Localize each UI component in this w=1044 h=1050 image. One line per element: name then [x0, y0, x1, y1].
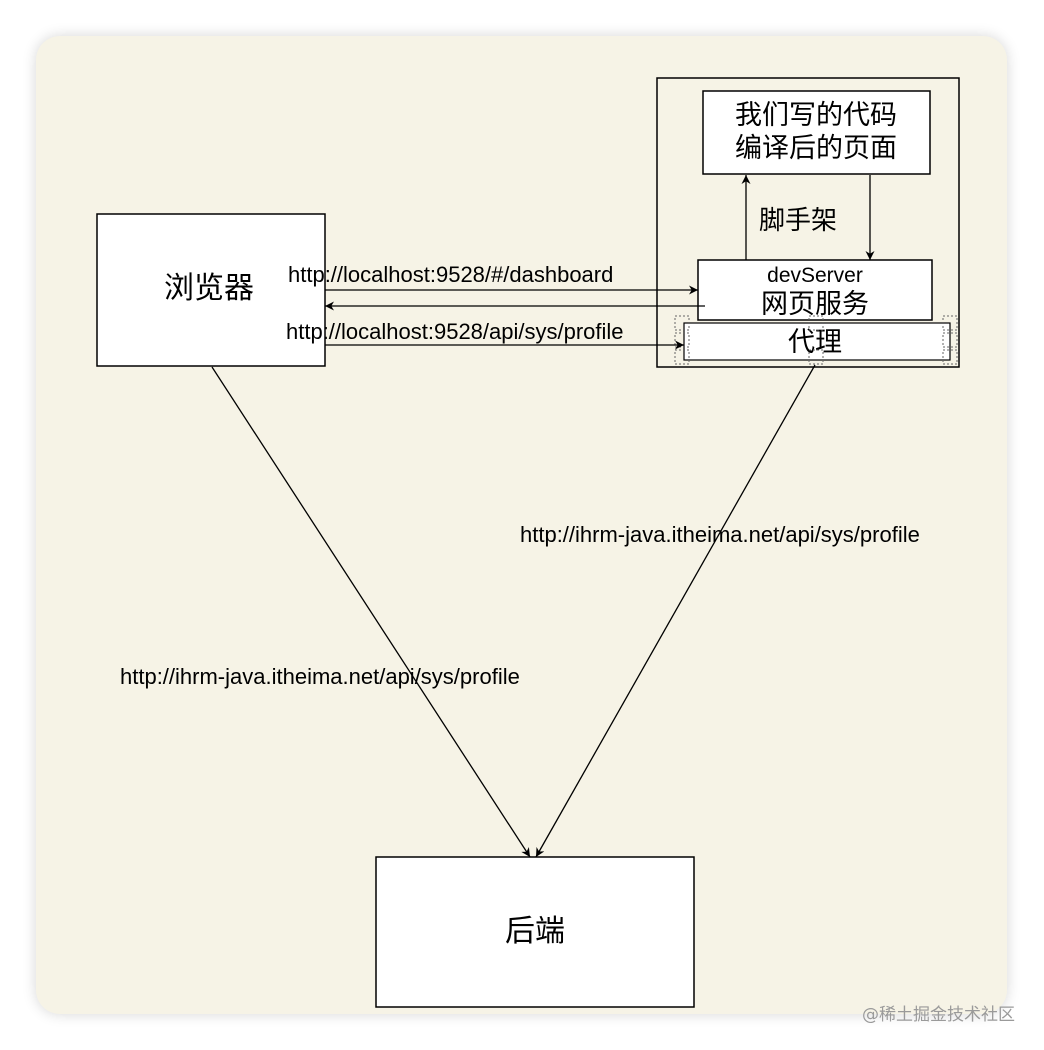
arrow-proxy-to-backend — [535, 364, 816, 858]
watermark: @稀土掘金技术社区 — [862, 1005, 1015, 1025]
proxy-node — [683, 322, 951, 361]
browser-backend-url-label: http://ihrm-java.itheima.net/api/sys/pro… — [120, 664, 520, 689]
api-local-url-label: http://localhost:9528/api/sys/profile — [286, 319, 624, 344]
backend-label: 后端 — [505, 914, 565, 949]
dashboard-url-label: http://localhost:9528/#/dashboard — [288, 262, 613, 287]
devserver-node — [697, 259, 933, 321]
compiled-pages-line1: 我们写的代码 — [735, 100, 897, 131]
devserver-line2: 网页服务 — [761, 289, 869, 320]
proxy-selection-handles — [674, 315, 958, 365]
devserver-line1: devServer — [767, 264, 863, 287]
browser-label: 浏览器 — [164, 271, 254, 306]
compiled-pages-line2: 编译后的页面 — [735, 133, 897, 164]
backend-node — [375, 856, 695, 1008]
arrow-browser-to-backend — [211, 366, 531, 858]
scaffold-container — [656, 77, 960, 368]
scaffold-label: 脚手架 — [759, 206, 837, 236]
browser-node — [96, 213, 326, 367]
proxy-label: 代理 — [788, 327, 842, 358]
proxy-backend-url-label: http://ihrm-java.itheima.net/api/sys/pro… — [520, 522, 920, 547]
compiled-pages-node — [702, 90, 931, 175]
